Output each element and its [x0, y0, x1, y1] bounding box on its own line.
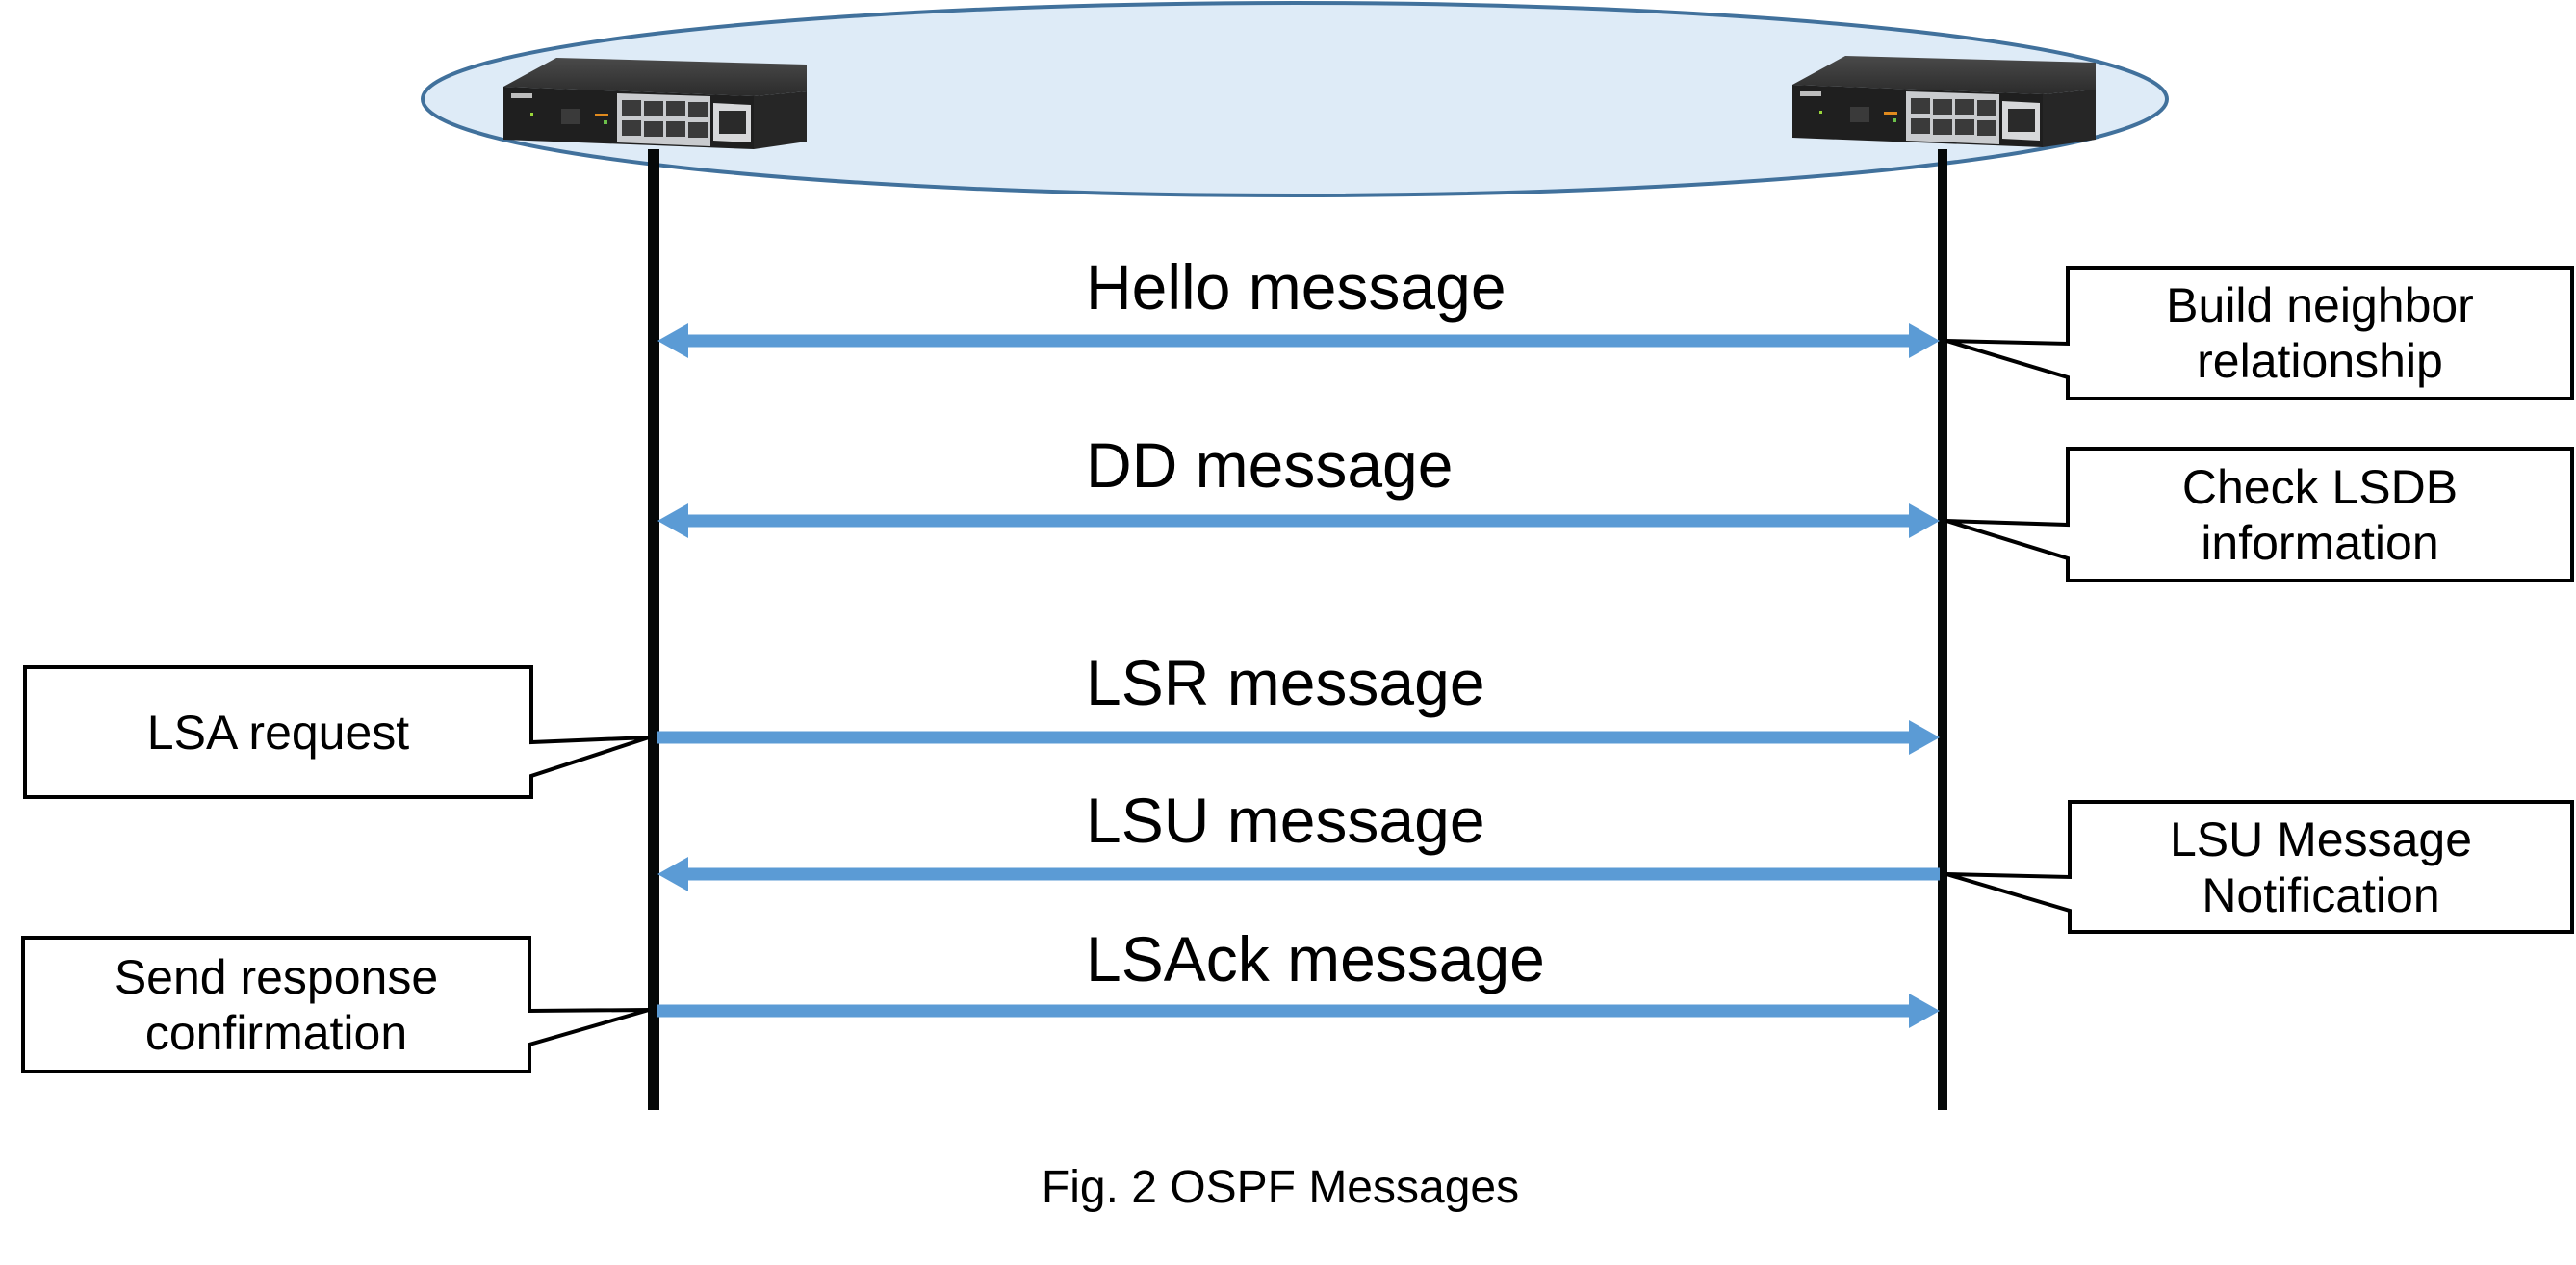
- arrowhead-left: [657, 503, 688, 538]
- message-arrow: [657, 857, 1940, 891]
- message-arrow: [657, 503, 1940, 538]
- lifeline-right: [1938, 149, 1947, 1110]
- arrow-shaft: [686, 334, 1911, 348]
- callout-lsa-request: [23, 665, 650, 799]
- callout-text-send-response: Send response confirmation: [114, 949, 439, 1060]
- message-label-lsr: LSR message: [1086, 647, 1485, 718]
- figure-caption: Fig. 2 OSPF Messages: [0, 1165, 2576, 1211]
- message-label-lsu: LSU message: [1086, 785, 1485, 856]
- arrowhead-left: [657, 323, 688, 358]
- callout-check-lsdb: [1945, 447, 2574, 582]
- arrow-shaft: [657, 731, 1911, 744]
- callout-build-neighbor: [1945, 266, 2574, 400]
- message-arrow: [657, 720, 1940, 755]
- arrow-shaft: [686, 867, 1940, 881]
- callout-send-response: [21, 936, 650, 1073]
- arrowhead-right: [1909, 323, 1940, 358]
- figure-caption-text: Fig. 2 OSPF Messages: [1041, 1162, 1520, 1213]
- arrow-shaft: [657, 1004, 1911, 1018]
- callout-text-check-lsdb: Check LSDB information: [2181, 459, 2459, 570]
- message-label-lsack: LSAck message: [1086, 923, 1545, 994]
- callout-text-build-neighbor: Build neighbor relationship: [2166, 278, 2474, 388]
- message-arrow: [657, 994, 1940, 1028]
- lifeline-left: [648, 149, 659, 1110]
- arrowhead-right: [1909, 720, 1940, 755]
- callout-lsu-notification: [1945, 800, 2574, 934]
- ospf-area-ellipse: [421, 1, 2169, 197]
- callout-boxes: [21, 266, 2574, 1073]
- message-arrows: [657, 323, 1940, 1028]
- arrowhead-right: [1909, 503, 1940, 538]
- arrowhead-right: [1909, 994, 1940, 1028]
- arrow-shaft: [686, 514, 1911, 528]
- router-right-switch-icon: [1792, 56, 2096, 147]
- message-label-dd: DD message: [1086, 429, 1454, 501]
- callout-text-lsu-notification: LSU Message Notification: [2169, 812, 2473, 922]
- router-left-switch-icon: [503, 58, 807, 149]
- message-label-hello: Hello message: [1086, 251, 1507, 323]
- message-arrow: [657, 323, 1940, 358]
- callout-text-lsa-request: LSA request: [146, 705, 410, 760]
- arrowhead-left: [657, 857, 688, 891]
